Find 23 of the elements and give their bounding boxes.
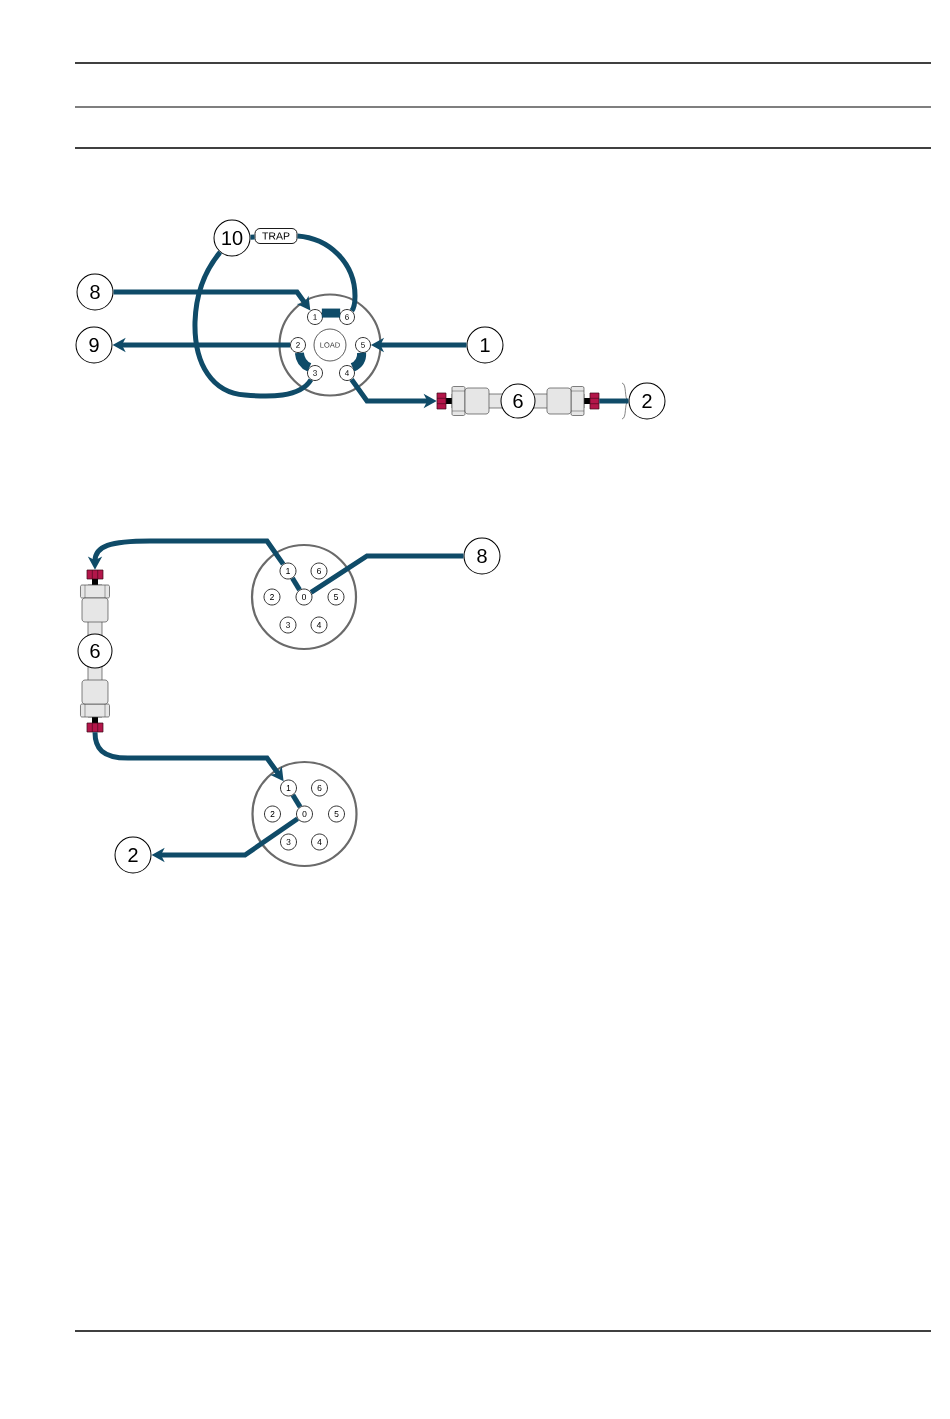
channel-line	[350, 352, 367, 372]
valve-body	[250, 543, 358, 651]
callout-number: 10	[213, 219, 251, 257]
callout-number: 6	[77, 633, 113, 669]
connector-line	[297, 233, 358, 313]
connector-line	[309, 553, 464, 595]
callout-number: 1	[466, 326, 504, 364]
label-tag: TRAP	[254, 228, 298, 244]
valve-body	[251, 760, 358, 868]
callout-number: 2	[628, 382, 666, 420]
connector-line	[192, 250, 313, 399]
callout-number: 8	[76, 273, 114, 311]
connector-line	[599, 398, 629, 404]
callout-number: 6	[500, 383, 536, 419]
connector-line	[290, 576, 302, 592]
callout-number: 9	[75, 326, 113, 364]
callout-number: 2	[114, 836, 152, 874]
connector-line	[290, 793, 303, 809]
valve-body	[278, 293, 382, 397]
channel-line	[321, 308, 341, 318]
callout-number: 8	[463, 537, 501, 575]
connector-line	[250, 234, 255, 240]
channel-line	[294, 352, 312, 372]
